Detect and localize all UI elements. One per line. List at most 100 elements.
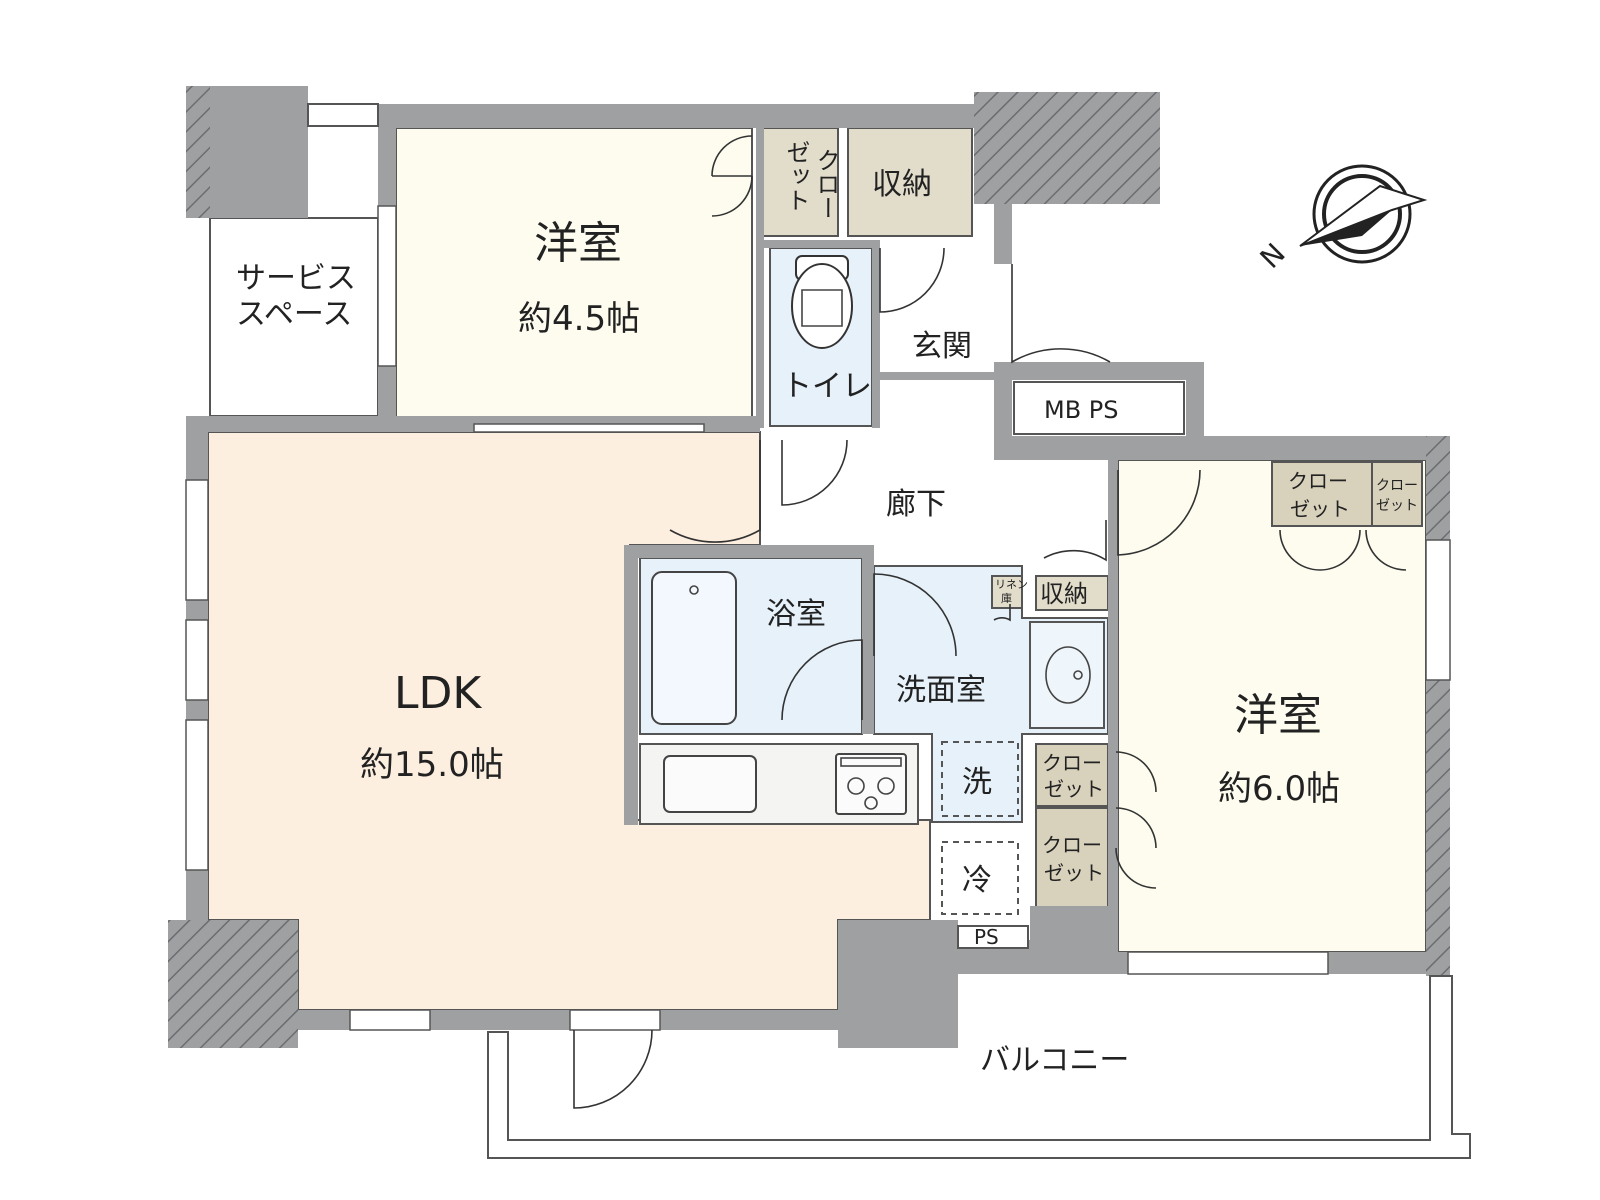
burner-3-icon — [864, 796, 878, 810]
linen-storage — [991, 575, 1023, 609]
door-swing[interactable] — [573, 1029, 653, 1109]
door-swing[interactable] — [1117, 469, 1201, 556]
compass-north-label: N — [1254, 237, 1292, 275]
wall — [1186, 362, 1204, 436]
door-swing[interactable] — [1043, 520, 1107, 562]
washer-space — [941, 741, 1019, 817]
window — [473, 423, 705, 433]
right-closet-b-line2: ゼット — [1376, 498, 1418, 514]
mid-closet-b-line1: クロー — [1042, 833, 1102, 857]
wall — [880, 372, 994, 380]
wall — [624, 545, 874, 558]
mid-storage — [1035, 575, 1109, 611]
right-closet-a-line1: クロー — [1288, 469, 1348, 493]
top-storage-label: 収納 — [872, 167, 932, 202]
right-closet-a-line2: ゼット — [1290, 497, 1350, 521]
mb-ps-label: MB PS — [1044, 396, 1119, 424]
closet-door[interactable] — [1115, 751, 1157, 889]
burner-2-icon — [877, 777, 895, 795]
wall-hatched — [186, 86, 210, 218]
wall-hatched — [168, 920, 298, 1048]
mid-closet-a-line2: ゼット — [1044, 777, 1104, 801]
wall — [298, 1010, 838, 1030]
washbasin-drain-icon — [1073, 670, 1083, 680]
mid-storage-label: 収納 — [1040, 580, 1088, 608]
balcony-outline — [487, 975, 1471, 1159]
fridge-label: 冷 — [962, 863, 992, 898]
wall — [994, 436, 1444, 460]
wall — [756, 128, 764, 428]
top-closet-label-col1: クロー — [812, 148, 840, 220]
door-swing[interactable] — [879, 247, 945, 313]
wall — [1030, 906, 1118, 940]
window — [185, 479, 209, 601]
closet-door[interactable] — [711, 135, 753, 217]
right-closet-b-line1: クロー — [1376, 478, 1418, 494]
wall-hatched — [1426, 436, 1450, 976]
window — [377, 205, 397, 367]
fridge-space — [941, 841, 1019, 915]
mid-closet-a — [1035, 743, 1109, 807]
mb-ps-box — [1013, 381, 1185, 435]
western-small-floor — [395, 127, 753, 424]
wall — [862, 558, 874, 734]
toilet-label: トイレ — [782, 369, 872, 404]
window — [569, 1009, 661, 1031]
burner-1-icon — [847, 777, 865, 795]
corridor-label: 廊下 — [886, 487, 946, 522]
mid-closet-b-line2: ゼット — [1044, 861, 1104, 885]
wall — [1108, 460, 1118, 908]
door-swing[interactable] — [669, 440, 761, 543]
drain-icon — [689, 585, 699, 595]
door-swing[interactable] — [873, 573, 957, 657]
cooktop — [835, 753, 907, 815]
right-closet-a — [1271, 461, 1373, 527]
compass-rose-icon — [1299, 164, 1428, 264]
window — [1127, 951, 1329, 975]
wall — [764, 240, 880, 248]
western-large-area: 約6.0帖 — [1218, 769, 1340, 809]
ldk-area: 約15.0帖 — [360, 745, 504, 785]
door-swing[interactable] — [781, 639, 863, 721]
washroom-label: 洗面室 — [896, 673, 986, 708]
wall-hatched — [974, 92, 1160, 204]
wall — [624, 545, 638, 825]
linen-label-line1: リネン — [995, 578, 1028, 591]
washbasin-counter — [1029, 621, 1105, 729]
ps-label: PS — [974, 925, 999, 949]
western-large-floor — [1117, 459, 1427, 953]
wall — [838, 920, 958, 1048]
window — [307, 103, 379, 127]
closet-door[interactable] — [993, 604, 1011, 622]
top-closet — [761, 127, 839, 237]
service-space-line1: サービス — [236, 261, 356, 296]
door-swing[interactable] — [781, 439, 848, 506]
sink — [663, 755, 757, 813]
mid-closet-b — [1035, 807, 1109, 909]
ldk-name: LDK — [394, 668, 482, 719]
entrance-label: 玄関 — [912, 329, 972, 364]
bathtub — [651, 571, 737, 725]
linen-label-line2: 庫 — [1001, 591, 1012, 605]
window — [185, 719, 209, 871]
door-swing[interactable] — [1011, 264, 1111, 364]
ps-box — [957, 925, 1029, 949]
right-closet-b — [1371, 461, 1423, 527]
closet-door[interactable] — [1279, 529, 1407, 571]
western-small-area: 約4.5帖 — [518, 299, 640, 339]
cooktop-grill — [840, 757, 902, 767]
wall — [872, 248, 880, 428]
toilet-seat-icon — [801, 289, 843, 327]
wall — [994, 362, 1204, 380]
wall — [378, 104, 974, 128]
washer-label: 洗 — [962, 765, 992, 800]
balcony-label: バルコニー — [980, 1043, 1129, 1078]
mid-closet-a-line1: クロー — [1042, 751, 1102, 775]
western-large-name: 洋室 — [1234, 690, 1322, 741]
top-closet-label-col2: ゼット — [782, 140, 810, 212]
window — [1425, 539, 1451, 681]
toilet-bowl-icon — [791, 263, 853, 349]
service-space-line2: スペース — [236, 297, 352, 332]
washbasin-icon — [1045, 646, 1091, 704]
